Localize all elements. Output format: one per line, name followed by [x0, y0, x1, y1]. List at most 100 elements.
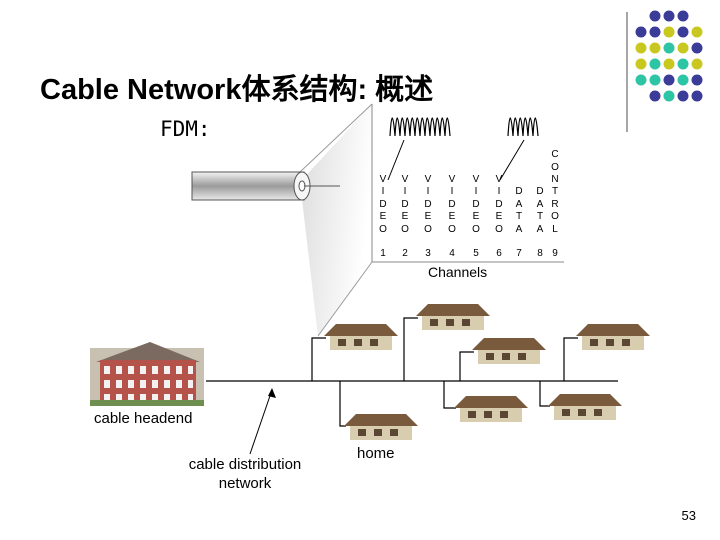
page-number: 53	[681, 508, 696, 523]
channel-number: 6	[496, 248, 502, 259]
decor-dot	[649, 26, 661, 38]
signal-wave-icon	[389, 117, 539, 137]
channel-letter: O	[551, 211, 559, 223]
house-icon	[344, 414, 418, 440]
decor-dot	[691, 26, 703, 38]
channel-letter: V	[448, 174, 456, 185]
channel-letter: D	[515, 186, 523, 198]
distribution-label-line-2: network	[218, 475, 272, 492]
channel-number: 2	[402, 248, 408, 259]
channel-letter: E	[495, 211, 503, 223]
channel-letter: I	[381, 186, 385, 198]
house-icon	[454, 396, 528, 422]
decor-dot	[635, 42, 647, 54]
decor-dot	[649, 42, 661, 54]
decor-dot	[635, 58, 647, 70]
channel-letter: O	[424, 223, 432, 235]
headend-building-icon	[90, 342, 204, 406]
decor-dot	[663, 26, 675, 38]
channel-letter: T	[515, 211, 523, 223]
channel-letter: I	[450, 186, 454, 198]
channel-letter: O	[401, 223, 409, 235]
decor-dot	[635, 74, 647, 86]
channel-letter: A	[536, 198, 544, 210]
channel-letter: O	[472, 223, 480, 235]
channel-letter: N	[551, 174, 559, 185]
decor-dot	[677, 26, 689, 38]
wave-pointer-right	[499, 139, 525, 181]
fdm-label: FDM:	[160, 117, 211, 141]
channel-letter: R	[551, 198, 559, 210]
decor-dot	[649, 74, 661, 86]
channel-letter: V	[379, 174, 387, 185]
decor-dot	[677, 90, 689, 102]
channel-letter: D	[472, 198, 480, 210]
channel-letter: D	[424, 198, 432, 210]
channel-letter: E	[472, 211, 480, 223]
distribution-label: cable distribution network	[170, 455, 320, 493]
channel-letter: V	[495, 174, 503, 185]
channel-letter: I	[474, 186, 478, 198]
page-title: Cable Network体系结构: 概述	[40, 74, 434, 106]
channel-letter: O	[448, 223, 456, 235]
decor-dot	[663, 58, 675, 70]
decor-dot	[677, 42, 689, 54]
decor-dot	[649, 58, 661, 70]
house-icon	[324, 324, 398, 350]
channel-letter: V	[472, 174, 480, 185]
home-label: home	[357, 445, 395, 462]
channel-letter: I	[403, 186, 407, 198]
decor-dot	[691, 58, 703, 70]
channel-letter: V	[424, 174, 432, 185]
wave-pointer-left	[387, 139, 405, 181]
channel-letter: E	[401, 211, 409, 223]
distribution-pointer	[249, 389, 273, 455]
channel-letter: I	[497, 186, 501, 198]
channel-number: 8	[537, 248, 543, 259]
zoom-beam	[300, 104, 372, 336]
channel-number: 4	[449, 248, 455, 259]
decor-dot	[649, 90, 661, 102]
coax-cable-icon	[191, 171, 340, 201]
channel-number: 3	[425, 248, 431, 259]
channel-number: 7	[516, 248, 522, 259]
channel-letter: O	[495, 223, 503, 235]
channel-letter: T	[551, 186, 559, 198]
channel-letter: D	[536, 186, 544, 198]
decor-dot	[691, 90, 703, 102]
decor-dot	[691, 74, 703, 86]
channel-letter: D	[495, 198, 503, 210]
channel-letter: D	[379, 198, 387, 210]
channel-letter: A	[536, 223, 544, 235]
channel-number: 5	[473, 248, 479, 259]
channel-number: 9	[552, 248, 558, 259]
channel-letter: V	[401, 174, 409, 185]
channel-letter: I	[426, 186, 430, 198]
channel-letter: E	[448, 211, 456, 223]
channel-letter: T	[536, 211, 544, 223]
decor-dot	[663, 10, 675, 22]
decor-dot	[649, 10, 661, 22]
decor-dot	[663, 74, 675, 86]
channel-letter: C	[551, 149, 559, 161]
channel-letter: E	[379, 211, 387, 223]
channel-letter: A	[515, 223, 523, 235]
decor-dot	[677, 10, 689, 22]
channel-letter: A	[515, 198, 523, 210]
distribution-lines	[206, 317, 618, 427]
house-icon	[576, 324, 650, 350]
headend-label: cable headend	[94, 410, 193, 427]
decor-dot	[663, 42, 675, 54]
decor-dot	[691, 42, 703, 54]
